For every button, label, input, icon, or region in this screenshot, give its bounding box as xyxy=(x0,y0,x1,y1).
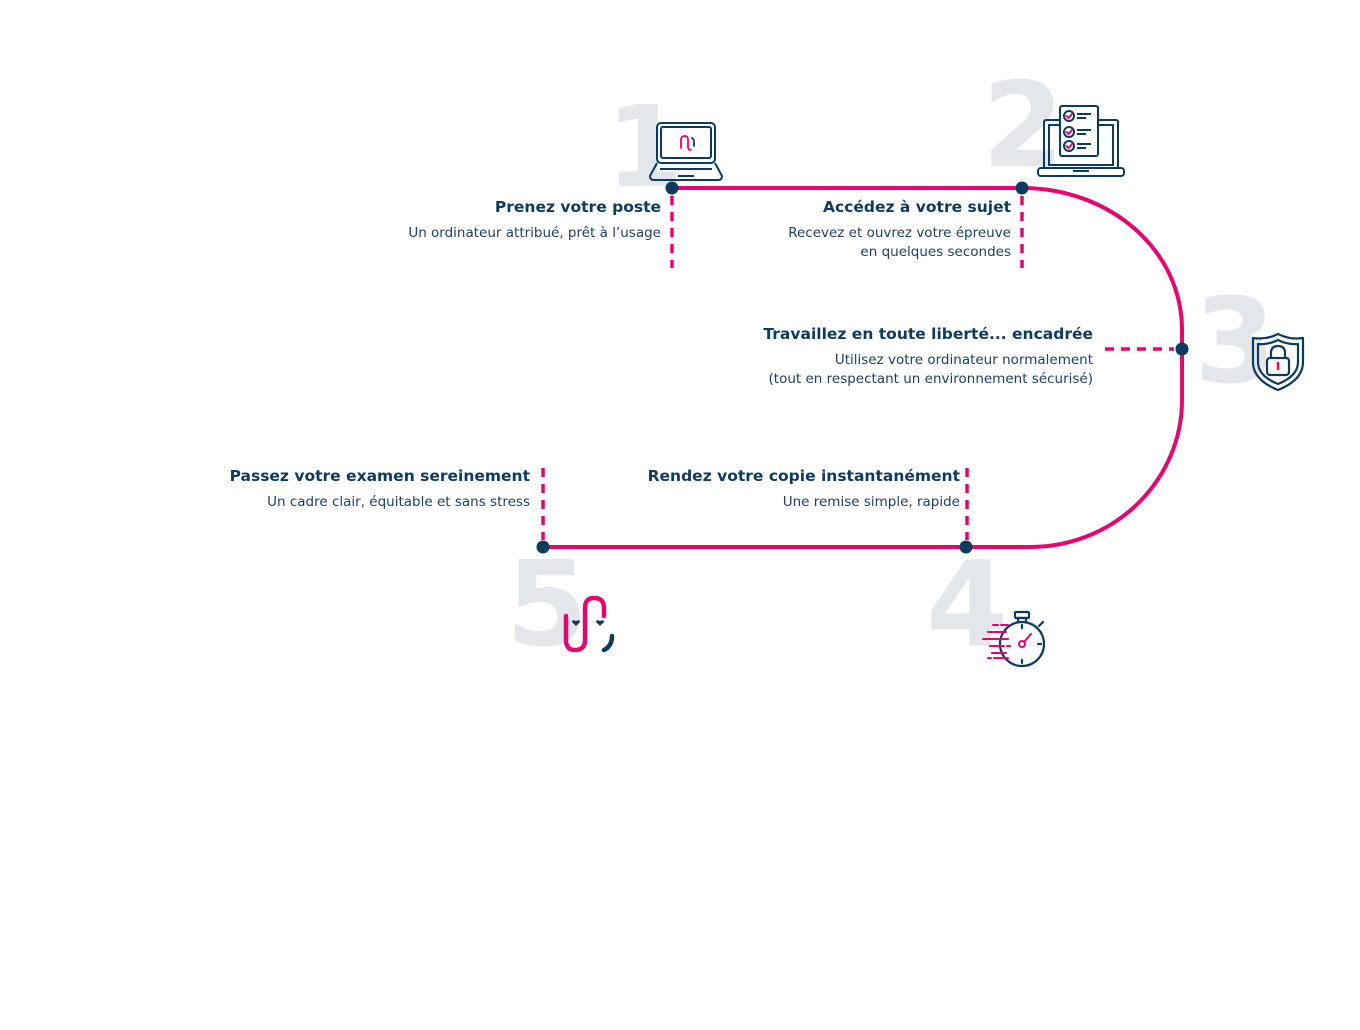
laptop-checklist-icon xyxy=(1037,105,1125,177)
step-4-dot xyxy=(959,540,973,554)
step-2-title: Accédez à votre sujet xyxy=(823,198,1011,216)
step-5-title: Passez votre examen sereinement xyxy=(229,467,530,485)
step-1-description: Un ordinateur attribué, prêt à l’usage xyxy=(408,225,661,241)
step-2-text: Accédez à votre sujet Recevez et ouvrez … xyxy=(788,197,1011,262)
step-5-number: 5 xyxy=(506,535,588,673)
step-3-text: Travaillez en toute liberté... encadrée … xyxy=(763,324,1093,389)
step-4-description: Une remise simple, rapide xyxy=(782,494,960,510)
step-5-description: Un cadre clair, équitable et sans stress xyxy=(267,494,530,510)
smile-logo-icon xyxy=(563,595,615,653)
step-1-title: Prenez votre poste xyxy=(494,198,661,216)
laptop-logo-icon xyxy=(648,122,724,181)
step-4-title: Rendez votre copie instantanément xyxy=(647,467,960,485)
step-3-dot xyxy=(1175,342,1189,356)
step-3-description: Utilisez votre ordinateur normalement (t… xyxy=(768,352,1093,387)
step-2-description: Recevez et ouvrez votre épreuve en quelq… xyxy=(788,225,1011,260)
step-1-text: Prenez votre poste Un ordinateur attribu… xyxy=(408,197,661,243)
step-2-dot xyxy=(1015,181,1029,195)
step-5-text: Passez votre examen sereinement Un cadre… xyxy=(230,466,530,512)
stopwatch-icon xyxy=(982,610,1046,668)
step-1-dot xyxy=(665,181,679,195)
step-4-text: Rendez votre copie instantanément Une re… xyxy=(648,466,960,512)
step-5-dot xyxy=(536,540,550,554)
step-3-title: Travaillez en toute liberté... encadrée xyxy=(763,325,1093,343)
step-4-number: 4 xyxy=(926,535,1008,673)
main-path xyxy=(541,186,1184,549)
shield-lock-icon xyxy=(1251,332,1305,392)
